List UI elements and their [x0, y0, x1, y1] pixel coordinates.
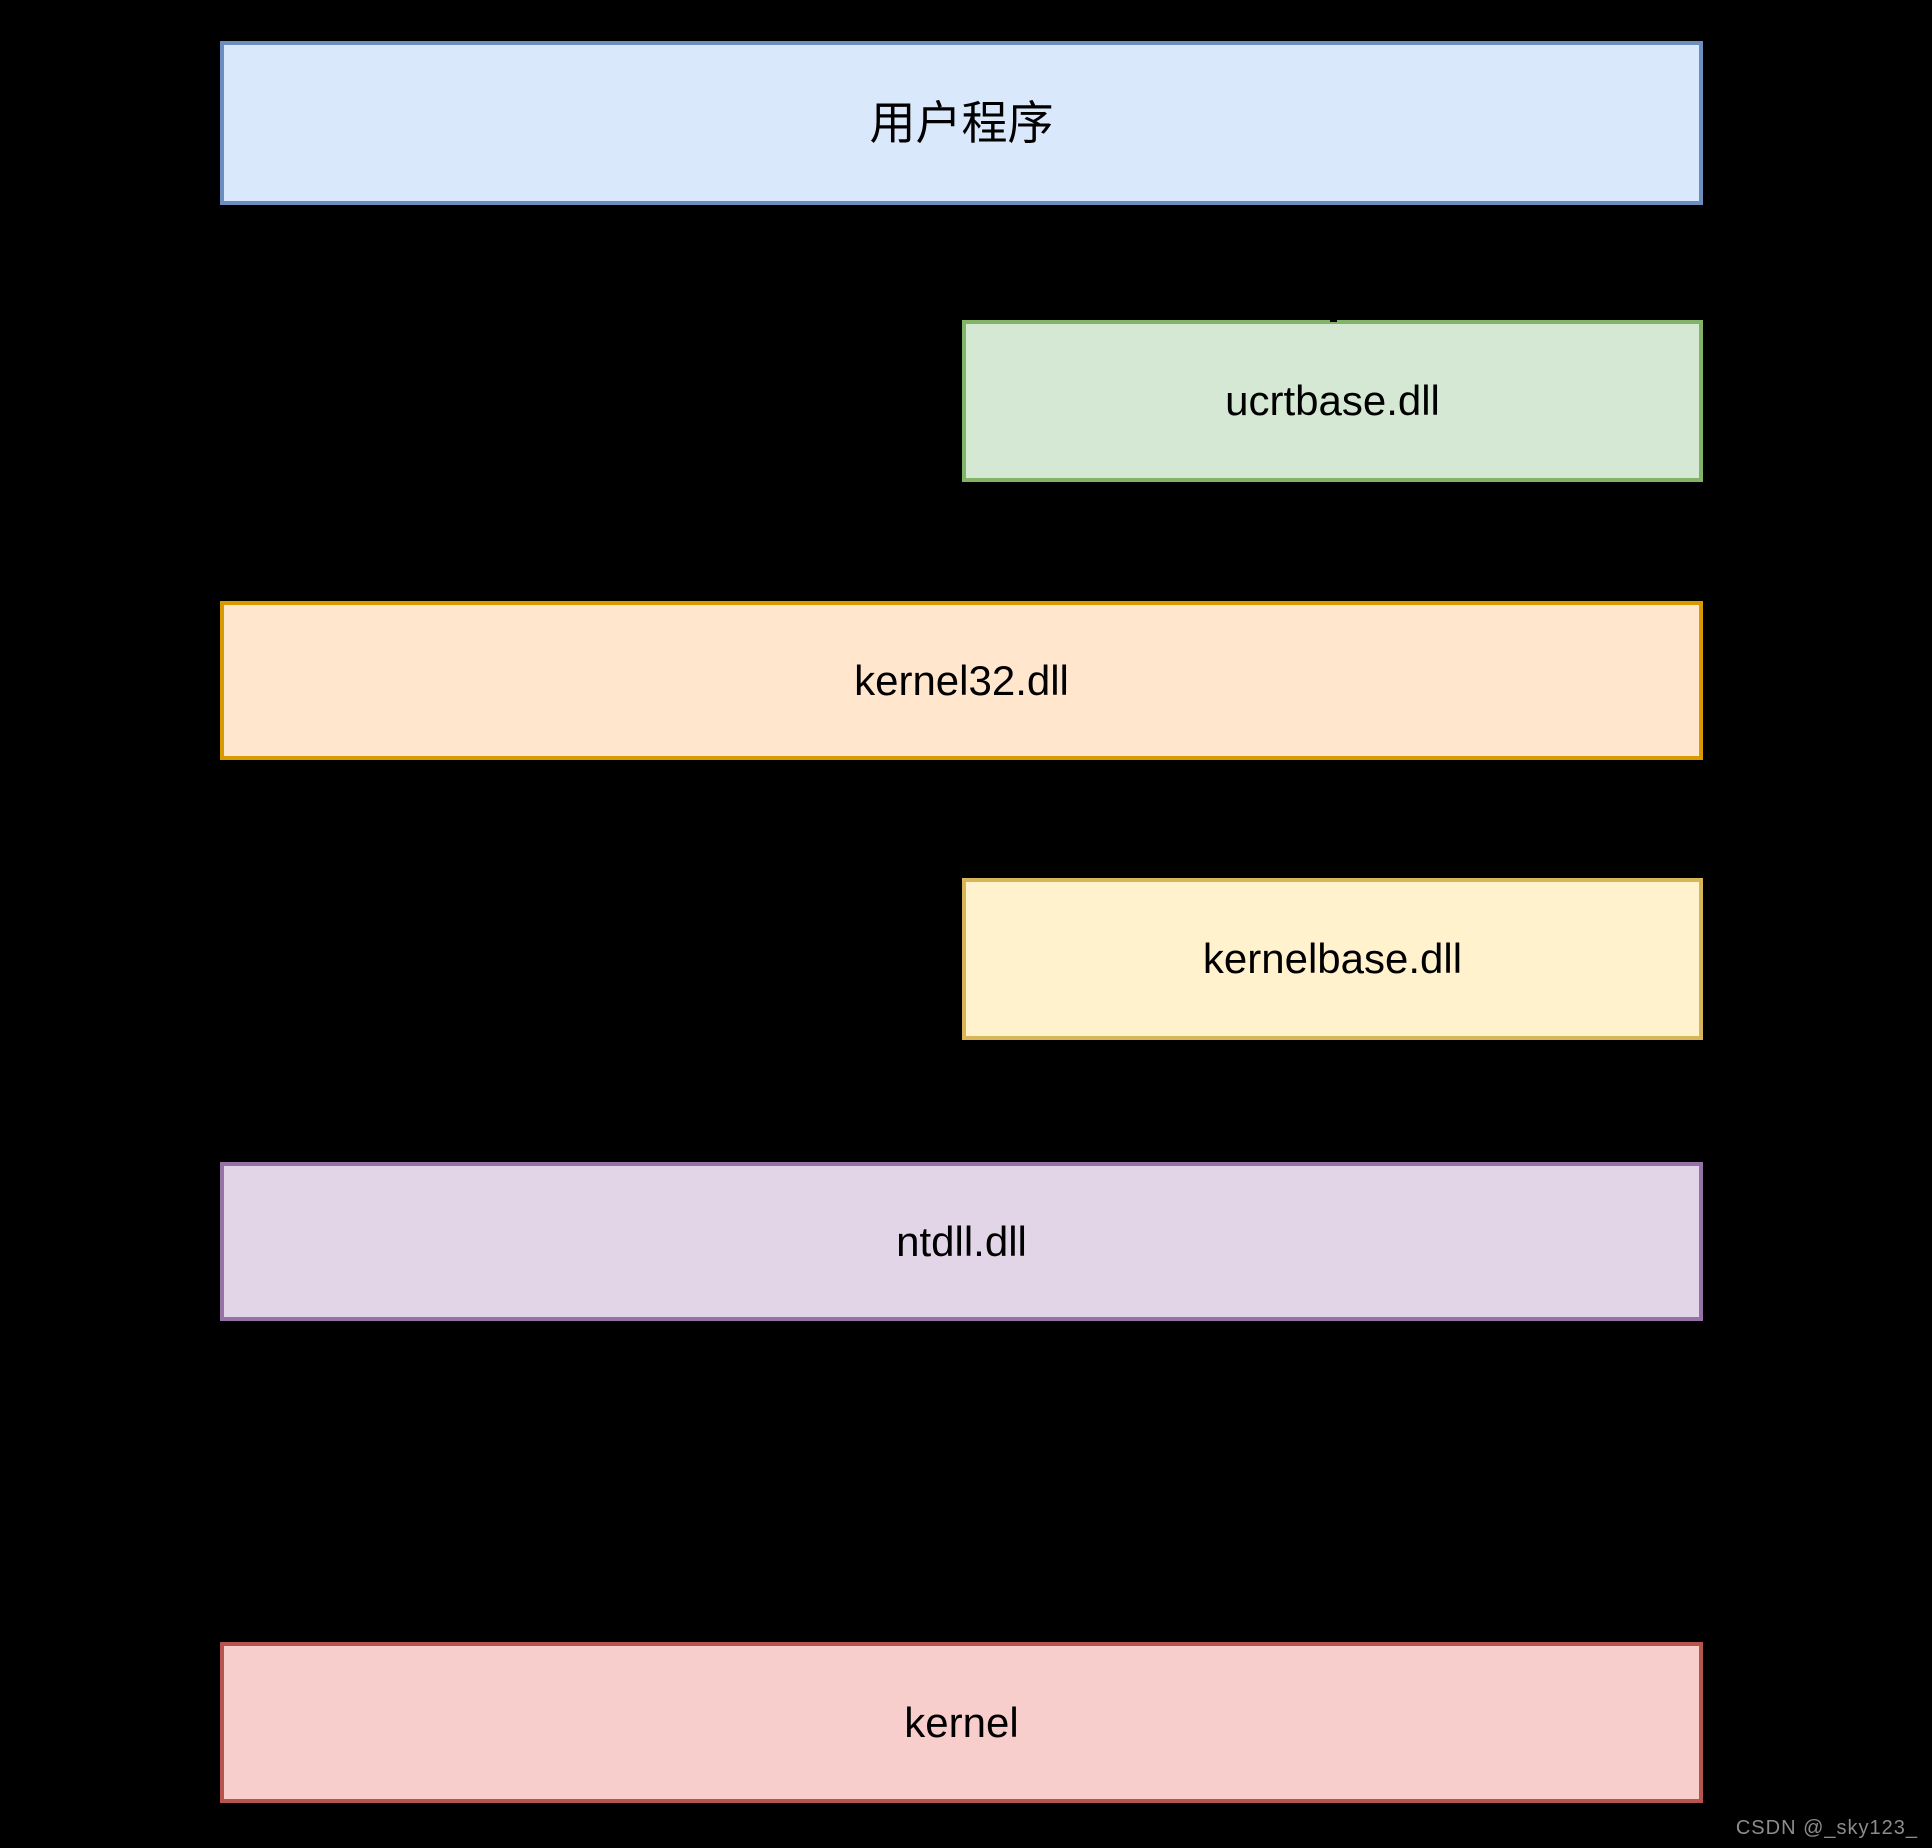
layer-box-ntdll-dll: ntdll.dll	[220, 1162, 1703, 1321]
layer-label-kernel32-dll: kernel32.dll	[854, 656, 1069, 704]
layer-label-ntdll-dll: ntdll.dll	[896, 1217, 1027, 1265]
layer-box-ucrtbase-dll: ucrtbase.dll	[962, 320, 1703, 482]
layer-box-kernel32-dll: kernel32.dll	[220, 601, 1703, 760]
layer-label-ucrtbase-dll: ucrtbase.dll	[1225, 377, 1440, 424]
layer-box-kernelbase-dll: kernelbase.dll	[962, 878, 1703, 1040]
layer-label-user-program: 用户程序	[869, 97, 1054, 149]
csdn-watermark: CSDN @_sky123_	[1735, 1817, 1918, 1839]
layer-label-kernel: kernel	[904, 1698, 1019, 1746]
layer-box-user-program: 用户程序	[220, 41, 1703, 205]
layer-box-kernel: kernel	[220, 1642, 1703, 1803]
layer-label-kernelbase-dll: kernelbase.dll	[1202, 935, 1463, 982]
border-notch-artifact	[1330, 313, 1337, 322]
